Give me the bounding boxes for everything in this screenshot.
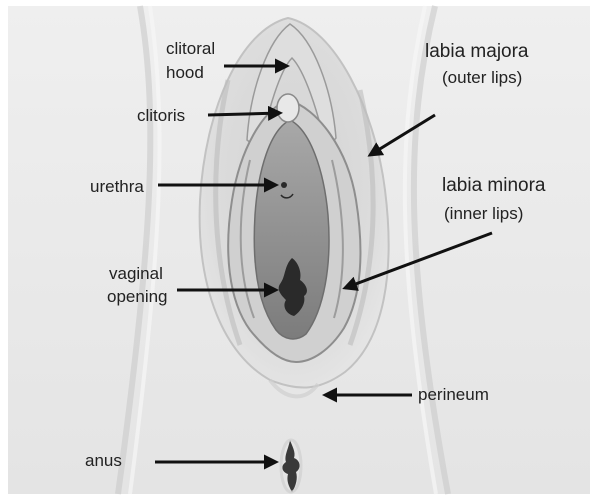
label-urethra: urethra: [90, 177, 144, 196]
label-labia-majora: labia majora: [425, 41, 529, 62]
clitoris-shape: [277, 94, 299, 122]
label-anus: anus: [85, 451, 122, 470]
label-labia-minora-sub: (inner lips): [444, 204, 523, 223]
label-labia-minora: labia minora: [442, 175, 546, 196]
label-clitoral-hood-line1: clitoral: [166, 39, 215, 58]
label-clitoral-hood-line2: hood: [166, 63, 204, 82]
arrow-clitoris: [208, 113, 280, 115]
urethra-shape: [281, 182, 287, 188]
label-clitoris: clitoris: [137, 106, 185, 125]
label-vaginal-opening-line1: vaginal: [109, 264, 163, 283]
label-vaginal-opening-line2: opening: [107, 287, 168, 306]
label-labia-majora-sub: (outer lips): [442, 68, 522, 87]
label-perineum: perineum: [418, 385, 489, 404]
